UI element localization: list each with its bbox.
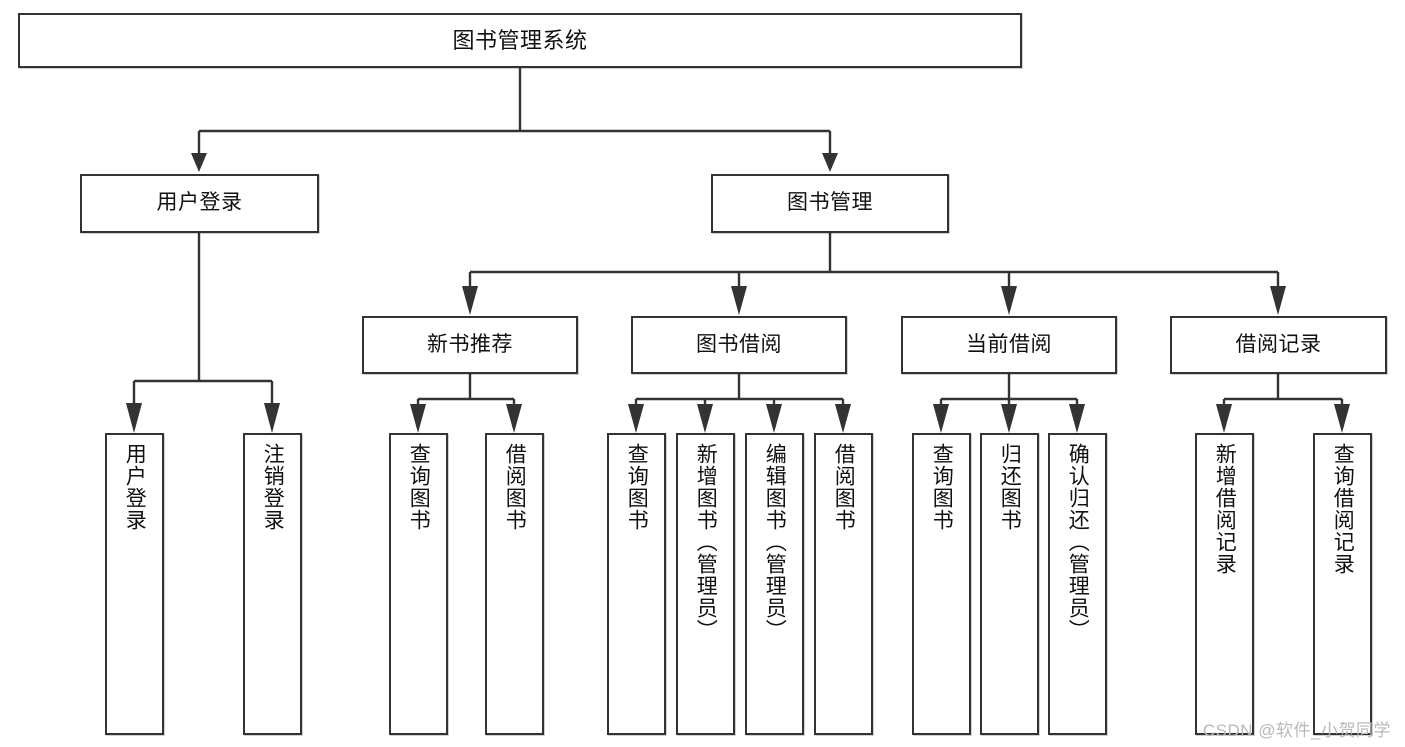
leaf-book-borrow-borrow-book[interactable]: 借阅图书 — [814, 433, 873, 735]
leaf-borrow-record-query-record[interactable]: 查询借阅记录 — [1313, 433, 1372, 735]
node-label: 新增图书（管理员） — [694, 443, 718, 641]
node-label: 查询图书 — [625, 443, 649, 531]
arrowhead-nb-query — [410, 404, 426, 433]
leaf-borrow-record-add-record[interactable]: 新增借阅记录 — [1195, 433, 1254, 735]
arrowhead-bb-add — [697, 404, 713, 433]
arrowhead-book-borrow — [731, 286, 747, 315]
arrowhead-bb-query — [628, 404, 644, 433]
node-label: 查询图书 — [930, 443, 954, 531]
arrowhead-bb-borrow — [835, 404, 851, 433]
node-label: 编辑图书（管理员） — [763, 443, 787, 641]
node-label: 借阅记录 — [1235, 332, 1322, 356]
node-book-management[interactable]: 图书管理 — [711, 174, 949, 233]
arrowhead-user-login — [191, 153, 207, 172]
node-label: 借阅图书 — [503, 443, 527, 531]
node-label: 新增借阅记录 — [1213, 443, 1237, 575]
leaf-current-borrow-confirm-return-admin[interactable]: 确认归还（管理员） — [1048, 433, 1107, 735]
arrowhead-leaf-user-login — [126, 403, 142, 433]
arrowhead-new-book — [462, 286, 478, 315]
arrowhead-leaf-logout — [264, 403, 280, 433]
leaf-current-borrow-query-book[interactable]: 查询图书 — [912, 433, 971, 735]
node-current-borrow[interactable]: 当前借阅 — [901, 316, 1117, 374]
arrowhead-nb-borrow — [506, 404, 522, 433]
arrowhead-br-query — [1334, 404, 1350, 433]
node-label: 用户登录 — [123, 443, 147, 531]
node-label: 查询图书 — [407, 443, 431, 531]
node-label: 归还图书 — [998, 443, 1022, 531]
node-label: 当前借阅 — [966, 332, 1052, 356]
leaf-new-book-query-book[interactable]: 查询图书 — [389, 433, 448, 735]
leaf-book-borrow-add-book-admin[interactable]: 新增图书（管理员） — [676, 433, 735, 735]
arrowhead-borrow-record — [1270, 286, 1286, 315]
arrowhead-cb-return — [1001, 404, 1017, 433]
watermark: CSDN @软件_小贺同学 — [1202, 721, 1391, 740]
node-borrow-record[interactable]: 借阅记录 — [1170, 316, 1387, 374]
node-label: 注销登录 — [261, 443, 285, 531]
node-label: 图书管理系统 — [452, 27, 588, 53]
leaf-new-book-borrow-book[interactable]: 借阅图书 — [485, 433, 544, 735]
node-label: 查询借阅记录 — [1331, 443, 1355, 575]
node-label: 确认归还（管理员） — [1066, 443, 1090, 641]
node-label: 新书推荐 — [427, 332, 513, 356]
arrowhead-book-manage — [822, 153, 838, 172]
leaf-book-borrow-query-book[interactable]: 查询图书 — [607, 433, 666, 735]
node-root-book-management-system[interactable]: 图书管理系统 — [18, 13, 1022, 68]
node-label: 图书借阅 — [696, 332, 782, 356]
leaf-logout[interactable]: 注销登录 — [243, 433, 302, 735]
arrowhead-current-borrow — [1001, 286, 1017, 315]
arrowhead-cb-query — [933, 404, 949, 433]
node-book-borrow[interactable]: 图书借阅 — [631, 316, 847, 374]
arrowhead-cb-confirm — [1069, 404, 1085, 433]
leaf-book-borrow-edit-book-admin[interactable]: 编辑图书（管理员） — [745, 433, 804, 735]
node-label: 借阅图书 — [832, 443, 856, 531]
node-user-login[interactable]: 用户登录 — [80, 174, 319, 233]
leaf-current-borrow-return-book[interactable]: 归还图书 — [980, 433, 1039, 735]
leaf-user-login[interactable]: 用户登录 — [105, 433, 164, 735]
node-label: 图书管理 — [787, 191, 873, 215]
node-new-book-recommend[interactable]: 新书推荐 — [362, 316, 578, 374]
node-label: 用户登录 — [156, 191, 243, 215]
arrowhead-br-add — [1216, 404, 1232, 433]
arrowhead-bb-edit — [766, 404, 782, 433]
